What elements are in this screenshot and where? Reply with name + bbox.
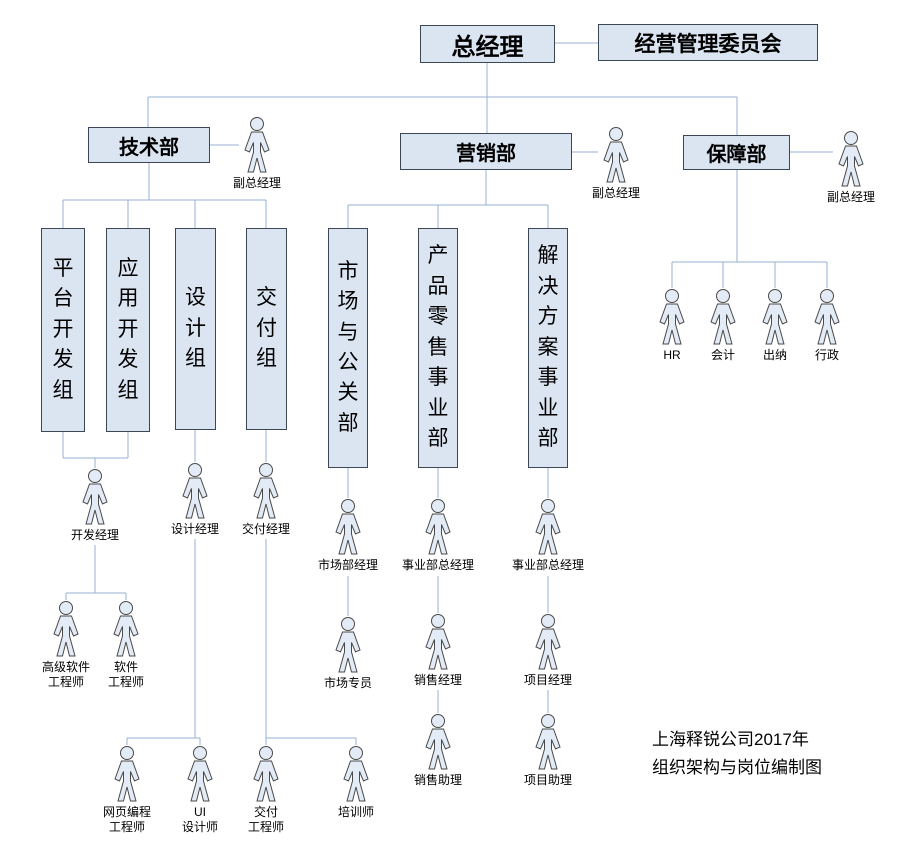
org-box-appdev-label: 应 用 开 发 组 [117, 256, 139, 402]
person-sw-engineer: 软件 工程师 [81, 600, 171, 690]
chart-note: 上海释锐公司2017年 组织架构与岗位编制图 [652, 730, 822, 778]
box-committee: 经营管理委员会 [598, 24, 818, 61]
person-label: 项目助理 [523, 773, 572, 787]
person-trainer: 培训师 [311, 745, 401, 820]
person-label: 项目经理 [523, 673, 572, 687]
person-sales-manager: 销售经理 [393, 613, 483, 688]
person-icon [814, 289, 840, 345]
person-label: 培训师 [337, 805, 374, 819]
person-design-manager: 设计经理 [150, 462, 240, 537]
person-icon [335, 617, 361, 673]
person-label: 副总经理 [826, 190, 875, 204]
org-box-retail: 产 品 零 售 事 业 部 [418, 228, 458, 468]
person-deputy-gm-support: 副总经理 [806, 130, 896, 205]
person-project-assistant: 项目助理 [503, 713, 593, 788]
person-icon [535, 499, 561, 555]
org-box-solution-label: 解 决 方 案 事 业 部 [537, 244, 559, 451]
person-icon [535, 614, 561, 670]
person-web-engineer: 网页编程 工程师 [82, 745, 172, 835]
person-label: 销售助理 [413, 773, 462, 787]
person-label: 副总经理 [232, 176, 281, 190]
person-project-manager: 项目经理 [503, 613, 593, 688]
person-label: 出纳 [762, 348, 787, 362]
box-dept-tech-label: 技术部 [119, 136, 179, 159]
org-box-delivery: 交 付 组 [246, 228, 287, 430]
person-icon [244, 117, 270, 173]
box-committee-label: 经营管理委员会 [634, 32, 782, 56]
org-box-design-label: 设 计 组 [185, 286, 206, 371]
org-box-platform: 平 台 开 发 组 [41, 228, 85, 432]
box-dept-marketing: 营销部 [400, 133, 572, 170]
box-dept-marketing-label: 营销部 [456, 143, 516, 165]
person-label: UI 设计师 [181, 805, 218, 834]
org-box-design: 设 计 组 [175, 228, 216, 430]
org-box-market-pr: 市 场 与 公 关 部 [328, 228, 368, 468]
person-icon [253, 746, 279, 802]
person-deputy-gm-marketing: 副总经理 [571, 126, 661, 201]
box-dept-support-label: 保障部 [706, 144, 767, 166]
person-senior-sw-engineer: 高级软件 工程师 [21, 600, 111, 690]
org-box-delivery-label: 交 付 组 [256, 286, 277, 371]
person-icon [253, 463, 279, 519]
person-label: HR [663, 348, 681, 362]
person-deputy-gm-tech: 副总经理 [212, 116, 302, 191]
person-label: 副总经理 [591, 186, 640, 200]
person-market-specialist: 市场专员 [303, 616, 393, 691]
person-admin: 行政 [782, 288, 872, 363]
person-label: 交付经理 [241, 522, 290, 536]
person-label: 网页编程 工程师 [102, 805, 151, 834]
person-delivery-engineer: 交付 工程师 [221, 745, 311, 835]
person-accountant: 会计 [678, 288, 768, 363]
person-label: 交付 工程师 [247, 805, 284, 834]
person-icon [182, 463, 208, 519]
person-label: 设计经理 [170, 522, 219, 536]
person-label: 行政 [814, 348, 839, 362]
person-cashier: 出纳 [730, 288, 820, 363]
person-label: 软件 工程师 [107, 660, 144, 689]
box-dept-tech: 技术部 [88, 127, 210, 163]
person-label: 会计 [710, 348, 735, 362]
person-label: 开发经理 [70, 528, 119, 542]
box-general-manager-label: 总经理 [451, 33, 524, 61]
person-delivery-manager: 交付经理 [221, 462, 311, 537]
org-box-appdev: 应 用 开 发 组 [106, 228, 150, 432]
person-sales-assistant: 销售助理 [393, 713, 483, 788]
person-icon [603, 127, 629, 183]
person-label: 销售经理 [413, 673, 462, 687]
person-icon [187, 746, 213, 802]
org-box-retail-label: 产 品 零 售 事 业 部 [427, 244, 449, 451]
org-box-market-pr-label: 市 场 与 公 关 部 [337, 259, 359, 435]
person-icon [82, 469, 108, 525]
person-bu-gm-retail: 事业部总经理 [393, 498, 483, 573]
org-box-platform-label: 平 台 开 发 组 [52, 256, 74, 402]
person-icon [335, 499, 361, 555]
person-bu-gm-solution: 事业部总经理 [503, 498, 593, 573]
box-general-manager: 总经理 [420, 25, 555, 63]
person-icon [53, 601, 79, 657]
org-box-solution: 解 决 方 案 事 业 部 [528, 228, 568, 468]
person-icon [425, 714, 451, 770]
person-icon [343, 746, 369, 802]
person-label: 市场专员 [323, 676, 372, 690]
person-icon [535, 714, 561, 770]
person-label: 事业部总经理 [401, 558, 474, 572]
person-icon [114, 746, 140, 802]
person-dev-manager: 开发经理 [50, 468, 140, 543]
person-ui-designer: UI 设计师 [155, 745, 245, 835]
box-dept-support: 保障部 [683, 135, 790, 170]
person-icon [838, 131, 864, 187]
person-market-manager: 市场部经理 [303, 498, 393, 573]
person-label: 高级软件 工程师 [41, 660, 90, 689]
person-hr: HR [627, 288, 717, 363]
person-icon [113, 601, 139, 657]
person-label: 事业部总经理 [511, 558, 584, 572]
person-icon [425, 614, 451, 670]
person-label: 市场部经理 [317, 558, 378, 572]
person-icon [425, 499, 451, 555]
